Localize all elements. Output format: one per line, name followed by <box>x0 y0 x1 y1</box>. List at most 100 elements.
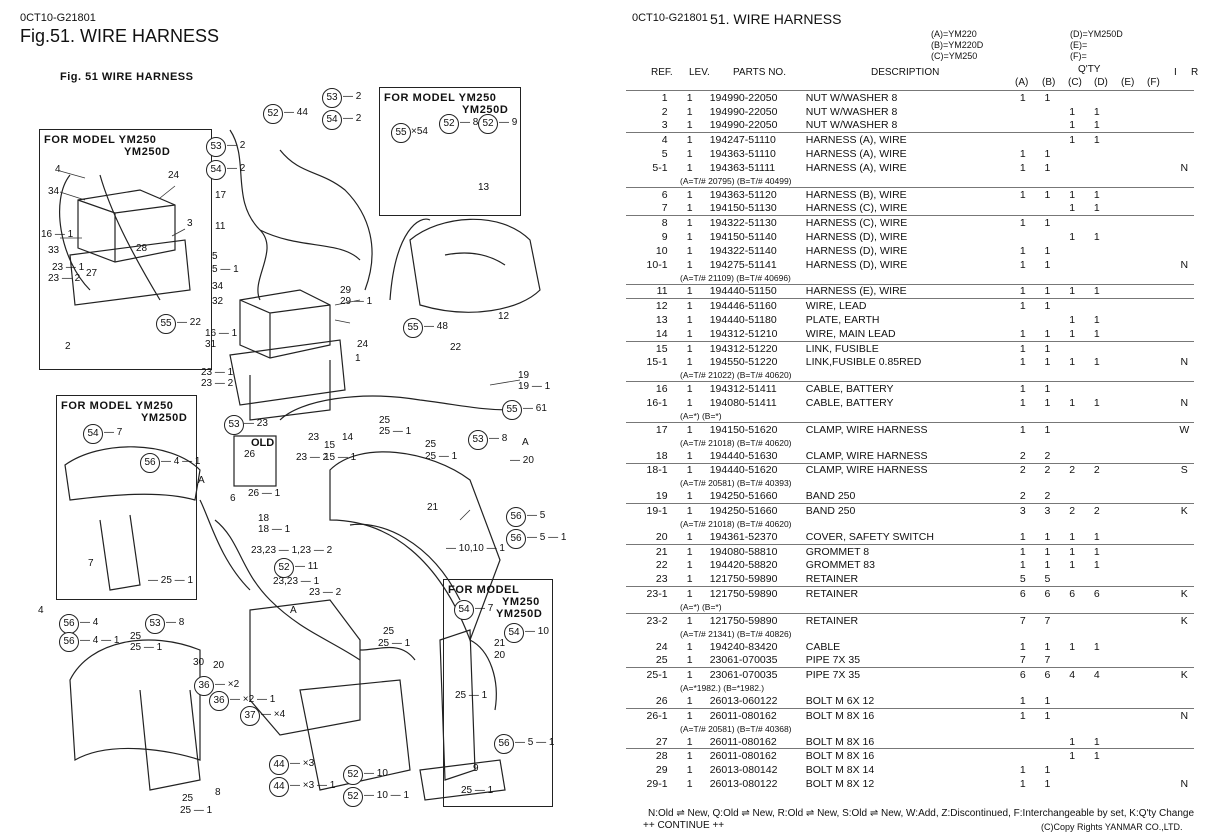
qty-cell: 1 <box>1044 356 1051 369</box>
qty-cell <box>1109 462 1134 478</box>
qty-cell: 1 <box>1093 314 1100 327</box>
qty-cell: 1 <box>1010 340 1036 356</box>
part-ref: 15-1 <box>646 356 668 369</box>
header-r: R <box>1191 67 1199 78</box>
i-cell <box>1158 559 1175 573</box>
model-box-line2: YM250D <box>124 146 171 158</box>
qty-cell <box>1109 381 1134 397</box>
part-label: — 8 <box>460 117 479 128</box>
part-number: 194312-51411 <box>705 381 806 397</box>
part-description: NUT W/WASHER 8 <box>805 105 898 118</box>
part-label: 25 <box>130 631 142 642</box>
qty-cell <box>1084 381 1110 397</box>
part-level: 1 <box>686 573 693 586</box>
qty-cell: 1 <box>1044 148 1051 161</box>
part-label: 1 <box>355 353 361 364</box>
qty-cell <box>1084 215 1110 231</box>
part-ref: 6 <box>626 186 674 202</box>
revision-code: N <box>1174 707 1194 723</box>
part-number: 194150-51620 <box>705 421 806 437</box>
qty-cell <box>1133 244 1157 258</box>
i-cell <box>1157 586 1175 601</box>
qty-cell: 7 <box>1035 612 1060 628</box>
qty-cell <box>1109 572 1133 586</box>
part-ref: 3 <box>661 119 668 132</box>
revision-code <box>1175 572 1194 586</box>
footer-legend: N:Old ⇌ New, Q:Old ⇌ New, R:Old ⇌ New, S… <box>648 808 1195 819</box>
callout-circle: 44 <box>269 755 289 775</box>
qty-cell: 1 <box>1010 215 1036 231</box>
part-ref: 22 <box>655 559 668 572</box>
part-label: 7 <box>88 558 94 569</box>
qty-cell <box>1109 186 1134 202</box>
qty-cell: 1 <box>1069 231 1076 244</box>
part-number: 194420-58820 <box>709 559 778 572</box>
part-label: — 2 <box>343 91 362 102</box>
qty-cell <box>1035 230 1060 244</box>
model-legend-left: (A)=YM220 (B)=YM220D (C)=YM250 <box>931 29 983 62</box>
serial-note: (A=T/# 21018) (B=T/# 40620) <box>680 518 792 529</box>
callout-circle: 36 <box>194 676 214 696</box>
part-level: 1 <box>673 503 706 518</box>
parts-list-title: 51. WIRE HARNESS <box>710 11 842 27</box>
revision-code: N <box>1180 258 1189 271</box>
qty-cell <box>1084 694 1109 708</box>
part-label: — 20 <box>510 455 534 466</box>
qty-cell <box>1084 89 1110 105</box>
revision-code <box>1175 654 1194 668</box>
revision-code <box>1175 230 1194 244</box>
part-number: 194250-51660 <box>709 490 778 503</box>
i-cell <box>1158 244 1175 258</box>
qty-cell <box>1109 763 1133 777</box>
revision-code <box>1175 735 1194 749</box>
i-cell <box>1158 640 1175 654</box>
part-description: NUT W/WASHER 8 <box>805 119 898 132</box>
qty-cell: 1 <box>1093 735 1100 748</box>
serial-note: (A=*) (B=*) <box>680 601 722 612</box>
part-level: 1 <box>673 667 706 683</box>
i-cell <box>1157 186 1175 202</box>
qty-cell: 1 <box>1035 298 1060 314</box>
qty-cell: 1 <box>1010 89 1036 105</box>
qty-cell: 1 <box>1044 244 1051 257</box>
revision-code <box>1174 132 1194 148</box>
serial-note-row: (A=T/# 20795) (B=T/# 40499) <box>626 175 1194 188</box>
part-label: — 2 <box>343 113 362 124</box>
part-label: 4 <box>55 164 61 175</box>
model-box-ym250-seat: FOR MODEL YM250 YM250D <box>56 395 197 600</box>
qty-cell: 7 <box>1010 612 1036 628</box>
part-label: 23 — 2 <box>201 378 234 389</box>
qty-cell: 2 <box>1010 462 1036 478</box>
qty-cell <box>1035 202 1060 216</box>
serial-note-row: (A=T/# 20581) (B=T/# 40368) <box>626 723 1194 735</box>
part-number: 194363-51120 <box>705 186 806 202</box>
qty-cell <box>1133 340 1158 356</box>
callout-circle: 53 <box>145 614 165 634</box>
part-description: RETAINER <box>805 573 859 586</box>
part-number: 121750-59890 <box>705 586 806 601</box>
part-description: HARNESS (A), WIRE <box>805 148 907 161</box>
qty-cell: 1 <box>1010 298 1036 314</box>
part-ref: 2 <box>661 105 668 118</box>
qty-cell: 1 <box>1069 397 1076 410</box>
i-cell <box>1158 119 1175 133</box>
revision-code: W <box>1174 421 1194 437</box>
qty-cell: 7 <box>1044 654 1051 667</box>
qty-cell: 1 <box>1035 186 1060 202</box>
qty-cell <box>1133 694 1157 708</box>
part-label: 20 <box>494 650 506 661</box>
qty-cell: 2 <box>1084 462 1110 478</box>
part-label: 19 <box>518 370 530 381</box>
qty-cell <box>1060 449 1085 463</box>
part-description: BOLT M 8X 16 <box>805 707 1011 723</box>
qty-cell: 1 <box>1093 105 1100 118</box>
i-cell <box>1157 132 1175 148</box>
qty-cell <box>1035 735 1060 749</box>
qty-cell: 6 <box>1059 586 1085 601</box>
qty-cell <box>1133 530 1157 544</box>
qty-cell: 6 <box>1010 586 1036 601</box>
qty-cell <box>1133 313 1157 327</box>
part-number: 194990-22050 <box>709 119 778 132</box>
part-number: 121750-59890 <box>705 612 806 628</box>
